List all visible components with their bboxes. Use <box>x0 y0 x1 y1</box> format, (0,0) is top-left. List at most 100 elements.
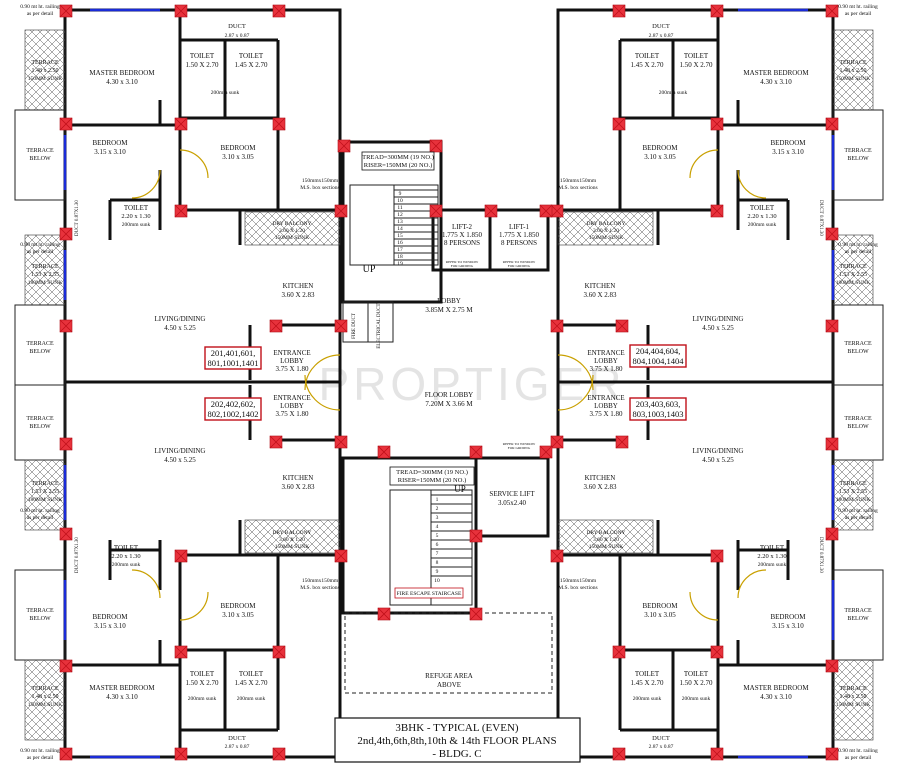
stair-number-top: 18 <box>397 254 403 260</box>
stair-number-bottom: 8 <box>436 560 439 566</box>
fire-duct-label: FIRE DUCT <box>352 313 357 339</box>
stair-number-top: 11 <box>397 205 403 211</box>
duct-label: DUCT <box>652 23 670 30</box>
toilet-label: TOILET <box>190 670 215 678</box>
ms-box-note: 150mmx150mm <box>560 578 597 584</box>
title-line-3: - BLDG. C <box>432 748 481 760</box>
railing-note: 0.90 mt ht. railing <box>838 242 878 248</box>
railing-note: 0.90 mt ht. railing <box>20 4 60 10</box>
watermark: PROPTIGER <box>319 358 626 410</box>
refer-note: FOR GRIDING <box>508 446 531 450</box>
duct-label: DUCT <box>652 735 670 742</box>
terrace-below-label: TERRACE <box>26 608 54 614</box>
bedroom-label: BEDROOM <box>770 139 806 147</box>
ms-box-note: M.S. box sections <box>558 585 597 591</box>
ms-box-note: M.S. box sections <box>300 185 339 191</box>
unit-number-bottom-right-1: 203,403,603, <box>636 399 681 409</box>
duct-vertical-label: DUCT 0.87X1.30 <box>75 537 80 573</box>
railing-note: as per detail <box>845 11 872 17</box>
windows <box>63 8 835 759</box>
lift1-persons: 8 PERSONS <box>501 239 537 247</box>
master-bedroom-label: MASTER BEDROOM <box>89 684 155 692</box>
terrace-below-label: BELOW <box>847 156 869 162</box>
duct-size: 2.87 x 0.87 <box>225 33 250 39</box>
refer-note: REFER TO WINDOW <box>503 260 536 264</box>
refer-note: REFER TO WINDOW <box>446 260 479 264</box>
toilet-label: TOILET <box>124 204 149 212</box>
terrace-label: TERRACE <box>839 686 867 692</box>
kitchen-size: 3.60 X 2.83 <box>583 483 617 491</box>
bedroom-label: BEDROOM <box>220 144 256 152</box>
terrace-label: TERRACE <box>31 481 59 487</box>
stair-number-bottom: 10 <box>434 578 440 584</box>
bedroom-label: BEDROOM <box>642 602 678 610</box>
dry-balcony-label: DRY BALCONY <box>586 530 625 536</box>
dry-balcony-label: DRY BALCONY <box>272 221 311 227</box>
unit-number-top-right-2: 804,1004,1404 <box>633 356 685 366</box>
master-bedroom-size: 4.30 x 3.10 <box>106 693 138 701</box>
railing-note: as per detail <box>27 755 54 761</box>
railing-note: as per detail <box>845 755 872 761</box>
unit-number-bottom-right-2: 803,1003,1403 <box>633 409 684 419</box>
terrace-label: TERRACE <box>839 481 867 487</box>
terrace-sunk: 180MM SUNK <box>836 280 870 286</box>
master-bedroom-size: 4.30 x 3.10 <box>106 78 138 86</box>
sunk-note: 200mm sunk <box>659 90 688 96</box>
stair-number-top: 13 <box>397 219 403 225</box>
bedroom-size: 3.10 x 3.05 <box>644 611 676 619</box>
toilet-label: TOILET <box>239 52 264 60</box>
sunk-note: 200mm sunk <box>211 90 240 96</box>
duct-size: 2.87 x 0.87 <box>649 33 674 39</box>
terrace-size: 1.48 x 2.50 <box>840 694 867 700</box>
ms-box-note: 150mmx150mm <box>302 178 339 184</box>
railing-note: 0.90 mt ht. railing <box>20 748 60 754</box>
bedroom-size: 3.15 x 3.10 <box>772 622 804 630</box>
toilet-size: 2.20 x 1.30 <box>111 553 140 560</box>
entrance-lobby-size: 3.75 X 1.80 <box>589 365 623 373</box>
kitchen-size: 3.60 X 2.83 <box>281 291 315 299</box>
terrace-sunk: 150MM SUNK <box>836 702 870 708</box>
ms-box-note: M.S. box sections <box>300 585 339 591</box>
duct-label: DUCT <box>228 23 246 30</box>
toilet-size: 1.45 X 2.70 <box>630 61 664 69</box>
stair-number-top: 10 <box>397 198 403 204</box>
entrance-lobby-size: 3.75 X 1.80 <box>589 410 623 418</box>
stair-number-bottom: 5 <box>436 533 439 539</box>
railing-note: 0.90 mt ht. railing <box>838 4 878 10</box>
entrance-lobby-label: ENTRANCE <box>273 394 310 402</box>
toilet-label: TOILET <box>635 52 660 60</box>
dry-balcony-sunk: 150MM SUNK <box>589 544 623 550</box>
service-lift-size: 3.05x2.40 <box>498 499 527 507</box>
dry-balcony-label: DRY BALCONY <box>272 530 311 536</box>
dry-balcony-size: 3.60 X 1.20 <box>593 228 619 234</box>
toilet-size: 1.50 X 2.70 <box>185 61 219 69</box>
sunk-note: 200mm sunk <box>633 696 662 702</box>
duct-vertical-label: DUCT 0.87X1.30 <box>818 200 823 236</box>
stair-number-top: 14 <box>397 226 403 232</box>
toilet-size: 1.45 X 2.70 <box>234 679 268 687</box>
terrace-label: TERRACE <box>31 686 59 692</box>
unit-numbers: 201,401,601, 801,1001,1401 202,402,602, … <box>204 344 687 421</box>
sunk-note: 200mm sunk <box>112 562 141 568</box>
terrace-sunk: 180MM SUNK <box>836 497 870 503</box>
stair-number-bottom: 2 <box>436 506 439 512</box>
refer-note: FOR GRIDING <box>508 264 531 268</box>
terrace-label: TERRACE <box>31 264 59 270</box>
kitchen-size: 3.60 X 2.83 <box>583 291 617 299</box>
living-dining-size: 4.50 x 5.25 <box>702 324 734 332</box>
duct-label: DUCT <box>228 735 246 742</box>
stair-number-top: 9 <box>399 191 402 197</box>
terrace-size: 1.53 X 2.55 <box>31 272 59 278</box>
terrace-below-label: TERRACE <box>26 148 54 154</box>
lobby-title: LOBBY <box>437 297 461 305</box>
stair-number-top: 19 <box>397 261 403 267</box>
refer-note: REFER TO WINDOW <box>503 442 536 446</box>
sunk-note: 200mm sunk <box>188 696 217 702</box>
unit-number-top-right-1: 204,404,604, <box>636 346 681 356</box>
kitchen-label: KITCHEN <box>283 474 314 482</box>
toilet-label: TOILET <box>114 544 139 552</box>
dry-balcony-label: DRY BALCONY <box>586 221 625 227</box>
entrance-lobby-label: ENTRANCE <box>587 349 624 357</box>
ms-box-note: 150mmx150mm <box>560 178 597 184</box>
